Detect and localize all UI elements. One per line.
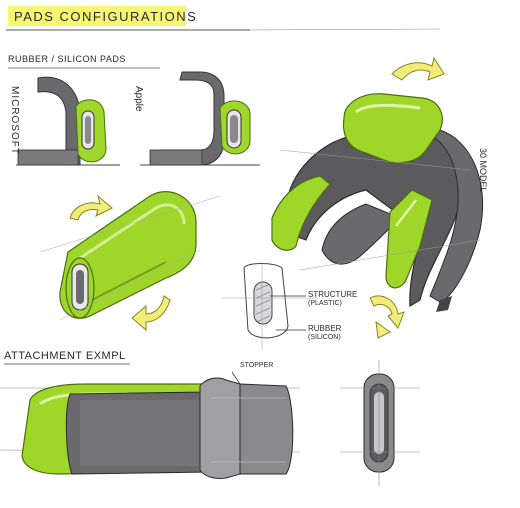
callout-rubber: RUBBER bbox=[308, 324, 342, 333]
cross-section-sketch bbox=[222, 262, 318, 350]
attachment-heading: ATTACHMENT EXMPL bbox=[4, 350, 126, 362]
rotate-arrow-icon bbox=[131, 295, 171, 332]
apple-pad-sketch bbox=[140, 71, 260, 166]
green-pad-sketch bbox=[39, 191, 221, 321]
microsoft-pad-sketch bbox=[16, 76, 120, 166]
callout-structure-sub: (PLASTIC) bbox=[308, 300, 342, 307]
brand-label-microsoft: MICROSOFT bbox=[9, 86, 20, 155]
rotate-arrow-icon bbox=[69, 194, 113, 221]
stopper-label: STOPPER bbox=[240, 362, 274, 369]
page-title: PADS CONFIGURATIONS bbox=[14, 9, 198, 24]
callout-rubber-sub: (SILICON) bbox=[308, 334, 341, 341]
rotate-arrow-icon bbox=[391, 56, 445, 81]
brand-label-apple: Apple bbox=[133, 86, 144, 112]
subtitle: RUBBER / SILICON PADS bbox=[8, 54, 126, 64]
rotate-arrow-icon bbox=[369, 295, 405, 339]
side-note: 30 MODEL bbox=[478, 148, 488, 193]
callout-structure: STRUCTURE bbox=[308, 290, 358, 299]
clip-3d-sketch bbox=[271, 93, 484, 312]
title-highlight bbox=[8, 6, 186, 26]
guide-line bbox=[249, 28, 441, 31]
attachment-sketch bbox=[0, 360, 420, 486]
